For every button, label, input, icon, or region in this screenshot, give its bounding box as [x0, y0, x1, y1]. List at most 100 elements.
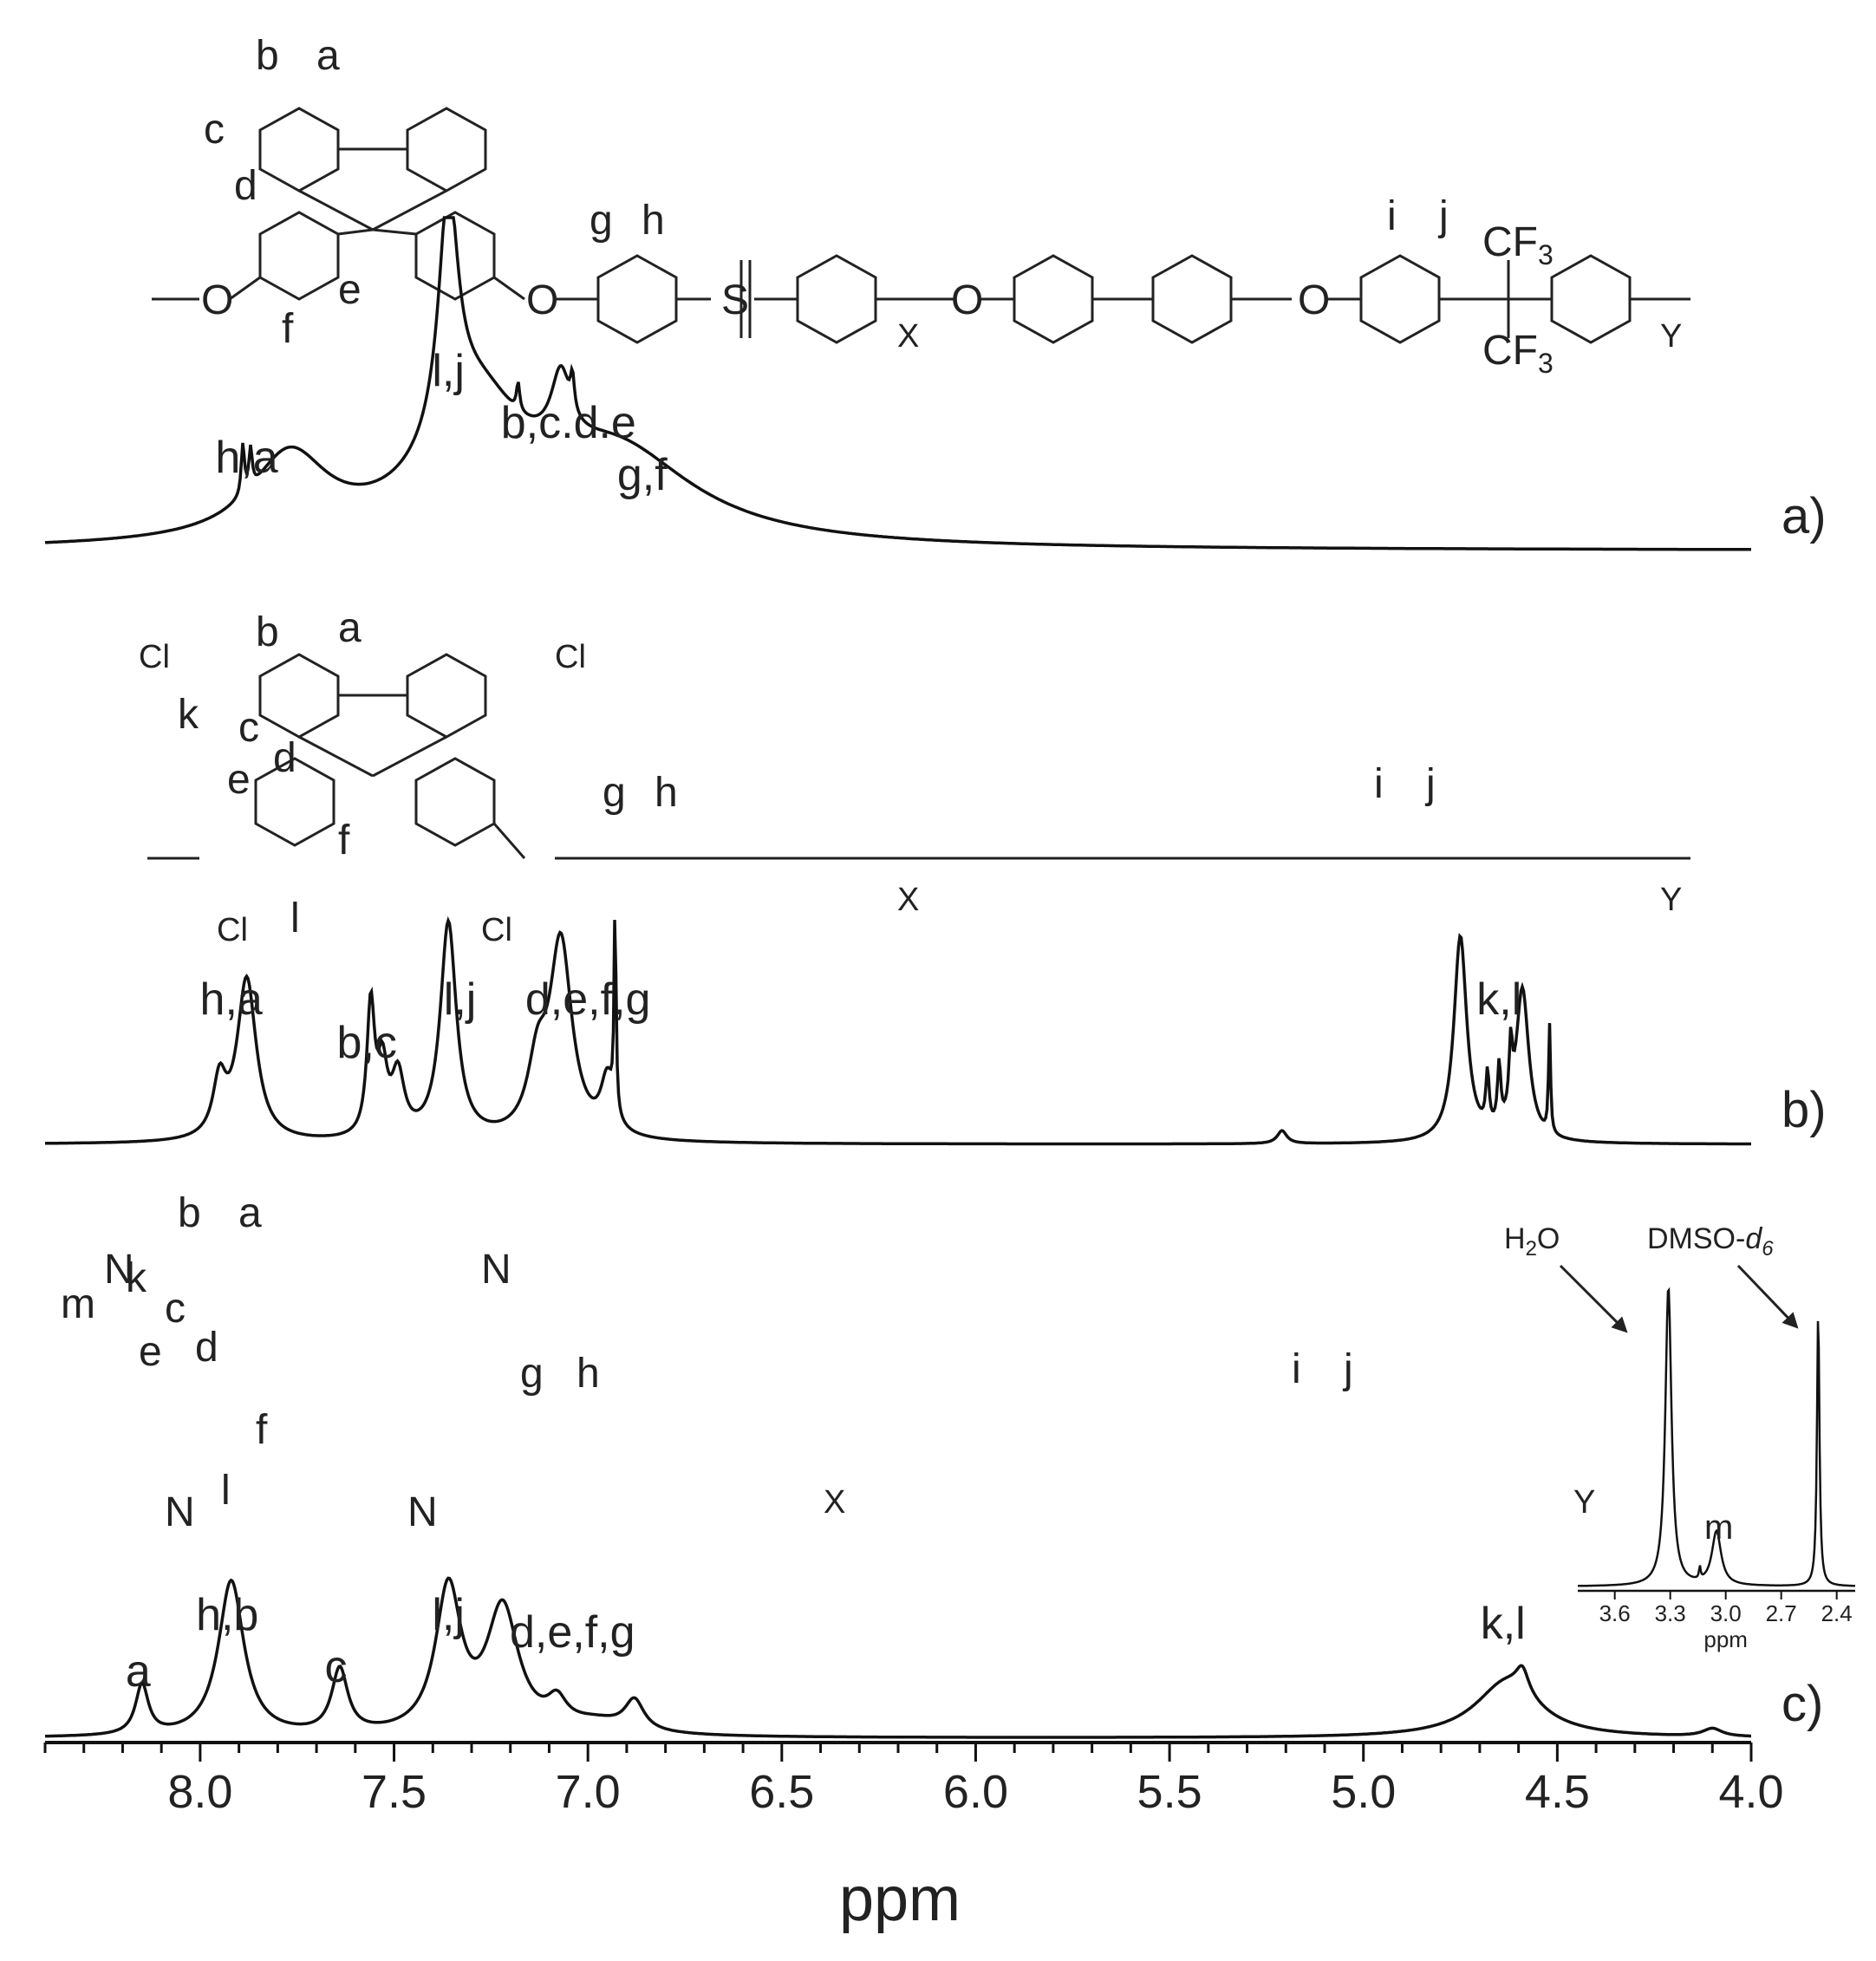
structure-b-text: b a c d e f g h i j k l Cl Cl Cl Cl X Y — [139, 605, 1682, 948]
inset-x-tick-label: 3.6 — [1599, 1600, 1631, 1626]
label-i: i — [1387, 193, 1397, 239]
panel-label: a) — [1782, 488, 1827, 544]
label-e: e — [227, 757, 251, 803]
label-b: b — [256, 609, 279, 655]
label-m: m — [61, 1281, 95, 1327]
label-c: c — [238, 705, 259, 751]
peak-label: h,b — [196, 1590, 258, 1640]
label-i: i — [1292, 1346, 1301, 1392]
inset-x-axis-label: ppm — [1703, 1626, 1748, 1652]
label-b: b — [256, 33, 279, 79]
label-g: g — [590, 198, 613, 244]
x-tick-label: 7.5 — [362, 1766, 427, 1818]
label-h: h — [655, 770, 678, 816]
panel-label: b) — [1782, 1082, 1827, 1138]
peak-label: g,f — [617, 450, 668, 500]
dmso-arrow — [1736, 1264, 1799, 1329]
label-e: e — [338, 267, 362, 313]
label-c: c — [165, 1286, 186, 1332]
peak-label: l,j — [432, 1590, 465, 1640]
atom-cl: Cl — [555, 639, 586, 675]
x-tick-label: 5.0 — [1331, 1766, 1396, 1818]
atom-cl: Cl — [139, 639, 170, 675]
label-b: b — [178, 1190, 201, 1236]
x-tick-label: 7.0 — [556, 1766, 621, 1818]
label-j: j — [1437, 193, 1449, 239]
atom-o: O — [1298, 277, 1330, 323]
inset-x-tick-label: 3.3 — [1655, 1600, 1686, 1626]
label-j: j — [1424, 761, 1436, 807]
label-f: f — [256, 1407, 268, 1453]
atom-n: N — [165, 1489, 195, 1535]
x-tick-label: 5.5 — [1137, 1766, 1202, 1818]
panel-label: c) — [1782, 1676, 1823, 1732]
subscript-x: X — [897, 882, 919, 918]
h2o-arrow — [1559, 1264, 1628, 1333]
spectra — [44, 216, 1751, 1739]
peak-label: b,c.d.e — [501, 398, 636, 448]
label-c: c — [204, 107, 225, 153]
peak-labels: h,a l,j b,c.d.eg,f h,a b,c l,j d,e,f,g k,l a h,b c… — [126, 346, 1526, 1697]
label-g: g — [520, 1351, 544, 1397]
structure-a — [152, 107, 1690, 344]
label-j: j — [1342, 1346, 1353, 1392]
peak-label: b,c — [337, 1018, 397, 1068]
subscript-y: Y — [1660, 882, 1682, 918]
subscript-y: Y — [1660, 318, 1682, 355]
spectrum-line-3 — [44, 1576, 1751, 1739]
cf3-bottom: CF3 — [1482, 328, 1554, 379]
label-k: k — [178, 692, 199, 738]
subscript-x: X — [897, 318, 919, 355]
dmso-label: DMSO-d6 — [1647, 1222, 1774, 1261]
spectrum-line-1 — [44, 216, 1751, 551]
x-tick-label: 4.5 — [1525, 1766, 1590, 1818]
atom-s: S — [721, 277, 749, 323]
peak-label: d,e,f,g — [525, 974, 651, 1025]
structure-a-text: b a c d e f g h i j O O S O O X Y CF3 CF… — [201, 33, 1682, 379]
atom-o: O — [951, 277, 983, 323]
inset-x-tick-label: 3.0 — [1710, 1600, 1742, 1626]
atom-cl: Cl — [217, 912, 248, 948]
structure-b — [147, 653, 1690, 860]
inset-peak-label-m: m — [1704, 1508, 1733, 1547]
subscript-y: Y — [1573, 1484, 1595, 1521]
peak-label: a — [126, 1646, 151, 1697]
label-a: a — [238, 1190, 262, 1236]
atom-n: N — [104, 1247, 134, 1293]
peak-label: l,j — [444, 974, 477, 1025]
label-i: i — [1374, 761, 1384, 807]
panel-labels: a) b) c) — [1782, 488, 1827, 1732]
label-f: f — [338, 818, 350, 863]
label-h: h — [576, 1351, 600, 1397]
peak-label: c — [324, 1642, 347, 1692]
peak-label: l,j — [432, 346, 465, 396]
label-l: l — [290, 896, 300, 941]
peak-label: h,a — [215, 433, 277, 483]
label-d: d — [195, 1325, 218, 1371]
peak-label: k,l — [1481, 1599, 1526, 1649]
subscript-x: X — [824, 1484, 845, 1521]
peak-label: d,e,f,g — [510, 1607, 635, 1658]
label-d: d — [273, 735, 296, 781]
atom-o: O — [201, 277, 233, 323]
label-k: k — [126, 1255, 147, 1301]
atom-o: O — [526, 277, 558, 323]
label-e: e — [139, 1329, 162, 1375]
label-g: g — [603, 770, 626, 816]
peak-label: h,a — [200, 974, 263, 1025]
cf3-top: CF3 — [1482, 219, 1554, 270]
h2o-label: H2O — [1504, 1222, 1560, 1261]
label-d: d — [234, 163, 257, 209]
label-a: a — [316, 33, 340, 79]
peak-label: k,l — [1476, 974, 1521, 1025]
inset-spectrum-line — [1578, 1287, 1856, 1587]
x-tick-label: 6.0 — [943, 1766, 1008, 1818]
x-axis-label: ppm — [839, 1865, 961, 1934]
x-tick-label: 6.5 — [749, 1766, 814, 1818]
label-h: h — [642, 198, 665, 244]
spectrum-line-2 — [45, 915, 1751, 1146]
inset-x-tick-label: 2.4 — [1821, 1600, 1853, 1626]
